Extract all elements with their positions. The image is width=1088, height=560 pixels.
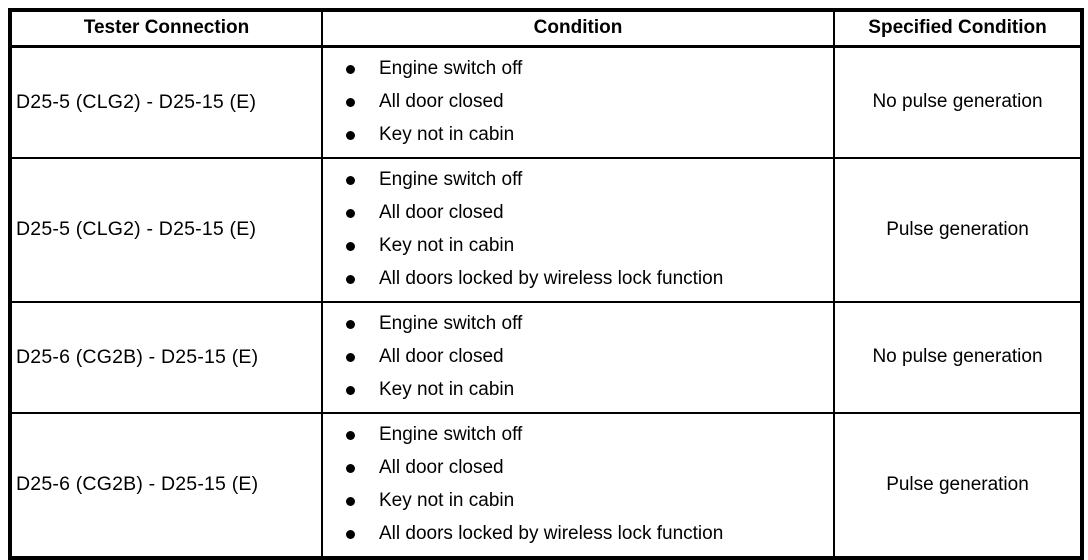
condition-item: Key not in cabin <box>346 485 831 518</box>
bullet-icon <box>346 385 355 395</box>
condition-item: All doors locked by wireless lock functi… <box>346 518 831 551</box>
specified-condition-cell: Pulse generation <box>833 156 1083 303</box>
tester-connection-cell: D25-5 (CLG2) - D25-15 (E) <box>9 156 323 303</box>
condition-item: All door closed <box>346 86 831 119</box>
table-header-row: Tester Connection Condition Specified Co… <box>9 9 1083 48</box>
bullet-icon <box>346 319 355 329</box>
condition-text: Key not in cabin <box>379 235 515 256</box>
table-row: D25-6 (CG2B) - D25-15 (E) Engine switch … <box>9 300 1083 414</box>
table-row: D25-6 (CG2B) - D25-15 (E) Engine switch … <box>9 411 1083 559</box>
bullet-icon <box>346 175 355 185</box>
specified-condition-cell: Pulse generation <box>833 411 1083 559</box>
condition-text: All doors locked by wireless lock functi… <box>379 268 724 289</box>
condition-text: Key not in cabin <box>379 124 515 145</box>
header-specified-condition: Specified Condition <box>833 9 1083 48</box>
condition-text: All door closed <box>379 202 504 223</box>
condition-cell: Engine switch off All door closed Key no… <box>321 300 835 414</box>
condition-item: Engine switch off <box>346 419 831 452</box>
condition-item: Engine switch off <box>346 53 831 86</box>
bullet-icon <box>346 463 355 473</box>
condition-item: All door closed <box>346 452 831 485</box>
condition-text: Engine switch off <box>379 424 523 445</box>
condition-cell: Engine switch off All door closed Key no… <box>321 411 835 559</box>
condition-text: All doors locked by wireless lock functi… <box>379 523 724 544</box>
condition-cell: Engine switch off All door closed Key no… <box>321 156 835 303</box>
condition-cell: Engine switch off All door closed Key no… <box>321 45 835 159</box>
condition-text: Engine switch off <box>379 58 523 79</box>
tester-connection-spec-table: Tester Connection Condition Specified Co… <box>8 8 1084 560</box>
bullet-icon <box>346 496 355 506</box>
condition-item: Engine switch off <box>346 164 831 197</box>
bullet-icon <box>346 241 355 251</box>
bullet-icon <box>346 430 355 440</box>
condition-item: Key not in cabin <box>346 374 831 407</box>
condition-item: All doors locked by wireless lock functi… <box>346 263 831 296</box>
specified-condition-cell: No pulse generation <box>833 45 1083 159</box>
condition-item: Key not in cabin <box>346 230 831 263</box>
table-row: D25-5 (CLG2) - D25-15 (E) Engine switch … <box>9 45 1083 159</box>
condition-item: Engine switch off <box>346 308 831 341</box>
table-row: D25-5 (CLG2) - D25-15 (E) Engine switch … <box>9 156 1083 303</box>
condition-item: All door closed <box>346 341 831 374</box>
bullet-icon <box>346 208 355 218</box>
tester-connection-cell: D25-5 (CLG2) - D25-15 (E) <box>9 45 323 159</box>
bullet-icon <box>346 352 355 362</box>
condition-item: All door closed <box>346 197 831 230</box>
condition-text: Engine switch off <box>379 169 523 190</box>
bullet-icon <box>346 274 355 284</box>
header-tester-connection: Tester Connection <box>9 9 323 48</box>
bullet-icon <box>346 130 355 140</box>
header-condition: Condition <box>321 9 835 48</box>
bullet-icon <box>346 97 355 107</box>
condition-text: Key not in cabin <box>379 490 515 511</box>
condition-text: Key not in cabin <box>379 379 515 400</box>
condition-text: Engine switch off <box>379 313 523 334</box>
condition-text: All door closed <box>379 457 504 478</box>
tester-connection-cell: D25-6 (CG2B) - D25-15 (E) <box>9 411 323 559</box>
condition-text: All door closed <box>379 91 504 112</box>
condition-item: Key not in cabin <box>346 119 831 152</box>
bullet-icon <box>346 64 355 74</box>
specified-condition-cell: No pulse generation <box>833 300 1083 414</box>
tester-connection-cell: D25-6 (CG2B) - D25-15 (E) <box>9 300 323 414</box>
condition-text: All door closed <box>379 346 504 367</box>
bullet-icon <box>346 529 355 539</box>
